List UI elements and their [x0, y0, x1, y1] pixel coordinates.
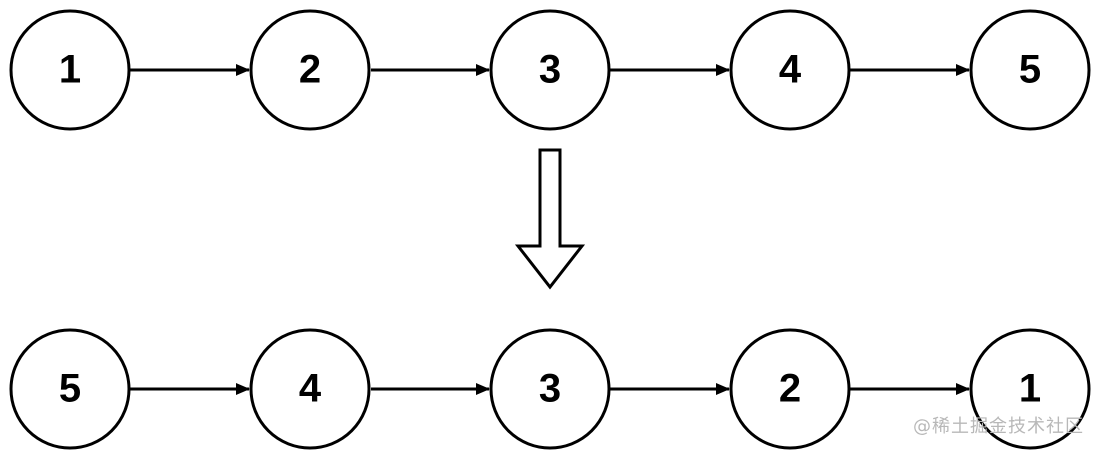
- node-label: 3: [539, 367, 561, 411]
- list-node: 1: [9, 9, 131, 131]
- node-circle: [9, 9, 131, 131]
- node-label: 2: [779, 367, 801, 411]
- list-node: 5: [969, 9, 1091, 131]
- list-node: 1: [969, 328, 1091, 450]
- node-label: 5: [1019, 48, 1041, 92]
- node-circle: [969, 328, 1091, 450]
- node-circle: [9, 328, 131, 450]
- list-node: 4: [729, 9, 851, 131]
- node-label: 2: [299, 48, 321, 92]
- node-label: 4: [299, 367, 322, 411]
- watermark: @稀土掘金技术社区: [913, 416, 1084, 437]
- reversed-list: 5 4 3 2 1: [9, 328, 1091, 450]
- node-label: 3: [539, 48, 561, 92]
- node-label: 5: [59, 367, 81, 411]
- node-label: 4: [779, 48, 802, 92]
- node-circle: [489, 328, 611, 450]
- node-circle: [249, 9, 371, 131]
- list-node: 4: [249, 328, 371, 450]
- node-circle: [489, 9, 611, 131]
- node-label: 1: [1019, 367, 1041, 411]
- list-node: 3: [489, 328, 611, 450]
- node-circle: [969, 9, 1091, 131]
- down-arrow-icon: [514, 148, 586, 290]
- original-list: 1 2 3 4 5: [9, 9, 1091, 131]
- list-node: 2: [249, 9, 371, 131]
- list-node: 3: [489, 9, 611, 131]
- node-circle: [729, 328, 851, 450]
- node-circle: [729, 9, 851, 131]
- node-circle: [249, 328, 371, 450]
- node-label: 1: [59, 48, 81, 92]
- list-node: 2: [729, 328, 851, 450]
- list-node: 5: [9, 328, 131, 450]
